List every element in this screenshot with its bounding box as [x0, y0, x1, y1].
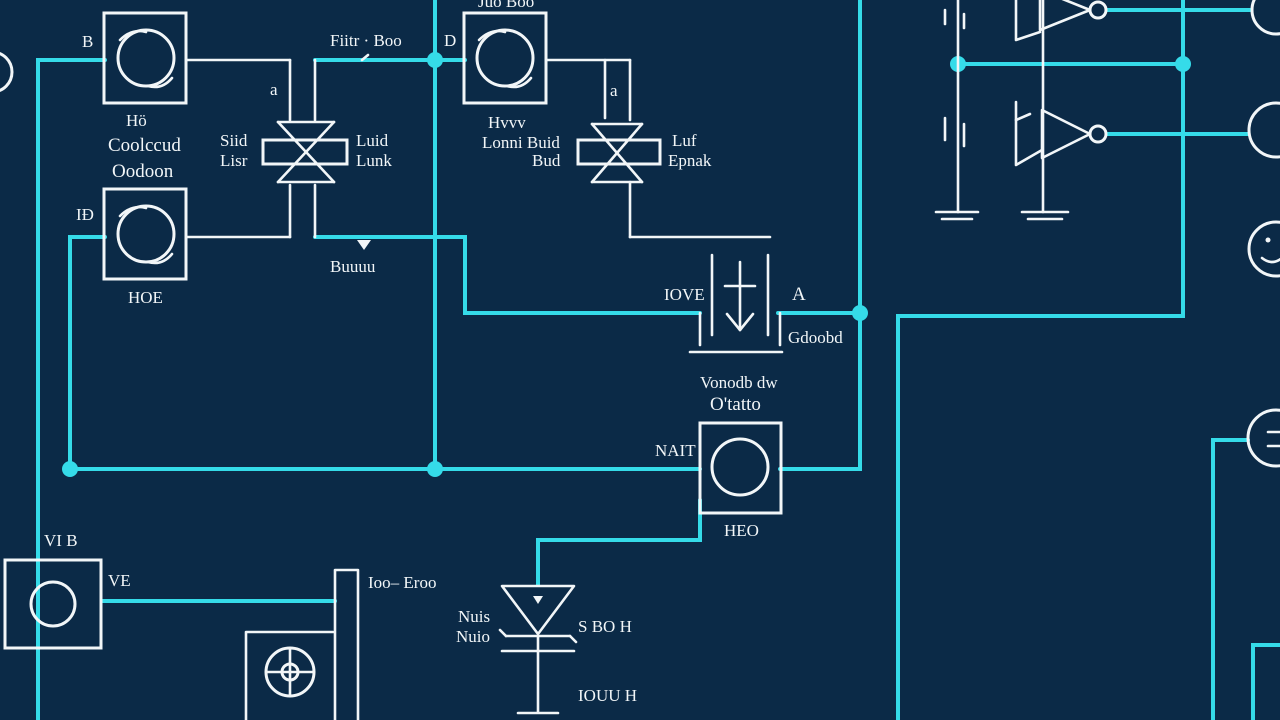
zener-right-label: S BO H — [578, 617, 632, 636]
wire-switch-to-detector — [313, 235, 702, 315]
meter-left-label: NAIT — [655, 441, 696, 460]
arrow-icon — [357, 240, 371, 250]
source-1 — [102, 11, 292, 122]
wire-right-bus — [896, 0, 1185, 720]
source-2-terminal-label: IÐ — [76, 205, 94, 224]
junction-node — [427, 52, 443, 68]
opamp-2 — [1040, 108, 1092, 160]
source-3-label-1: Hvvv — [488, 113, 526, 132]
wire-meter-to-diode — [536, 498, 702, 587]
source-3-label-3: Bud — [532, 151, 561, 170]
source-3 — [462, 11, 632, 122]
switch-1 — [261, 53, 371, 250]
switch-2-right-label-1: Luf — [672, 131, 697, 150]
switch-1-top-label: Fiitr · Boo — [330, 31, 402, 50]
switch-1-tag: a — [270, 80, 278, 99]
relay-label: Ioo– Eroo — [368, 573, 436, 592]
source-1-name-label: Coolccud — [108, 135, 181, 156]
source-1-sub-label: Oodoon — [112, 161, 174, 182]
switch-1-left-label-2: Lisr — [220, 151, 248, 170]
junction-node — [852, 305, 868, 321]
wire-source2-feed — [68, 235, 107, 471]
source-3-terminal-label: D — [444, 31, 456, 50]
detector-right-label: A — [792, 284, 806, 305]
edge-terminal-right-4 — [1246, 408, 1280, 468]
source-1-terminal-label: B — [82, 32, 93, 51]
meter-caption-1: Vonodb dw — [700, 373, 778, 392]
switch-1-right-label-1: Luid — [356, 131, 389, 150]
switch-1-left-label-1: Siid — [220, 131, 248, 150]
detector-bottom-label: Gdoobd — [788, 328, 843, 347]
relay — [244, 568, 360, 720]
detector — [688, 253, 784, 354]
meter — [698, 421, 783, 515]
source-3-label-2: Lonni Buid — [482, 133, 560, 152]
source-3-top-label: Juo Boo — [478, 0, 534, 11]
source-4-right-label: VE — [108, 571, 131, 590]
wire-network — [36, 0, 1280, 720]
edge-terminal-right-3 — [1247, 220, 1280, 278]
junction-node — [62, 461, 78, 477]
meter-caption-2: O'tatto — [710, 394, 761, 415]
switch-2-right-label-2: Epnak — [668, 151, 712, 170]
switch-2-tag: a — [610, 81, 618, 100]
source-1-top-label: Hö — [126, 111, 147, 130]
source-2-name-label: HOE — [128, 288, 163, 307]
zener-label-1: Nuis — [458, 607, 490, 626]
wire-right-column — [778, 0, 862, 471]
source-2 — [102, 183, 292, 281]
opamp-section — [934, 0, 1108, 221]
arrow-down-icon — [725, 312, 755, 332]
junction-nodes — [62, 52, 1191, 477]
opamp-1 — [1038, 0, 1092, 32]
source-4 — [3, 558, 103, 650]
meter-bottom-label: HEO — [724, 521, 759, 540]
zener-bottom-label: IOUU H — [578, 686, 637, 705]
edge-terminal-right-1 — [1250, 0, 1280, 36]
junction-node — [1175, 56, 1191, 72]
wire-lower-right — [1211, 438, 1250, 720]
switch-2 — [576, 122, 772, 239]
edge-terminal-right-2 — [1247, 101, 1280, 159]
wire-left-rail — [36, 58, 107, 720]
zener-diode — [498, 584, 578, 715]
switch-1-bottom-label: Buuuu — [330, 257, 376, 276]
junction-node — [427, 461, 443, 477]
detector-left-label: IOVE — [664, 285, 705, 304]
edge-terminal-left — [0, 52, 14, 92]
zener-label-2: Nuio — [456, 627, 490, 646]
switch-1-right-label-2: Lunk — [356, 151, 392, 170]
source-4-top-label: VI B — [44, 531, 78, 550]
wire-right-edge — [1251, 643, 1280, 720]
